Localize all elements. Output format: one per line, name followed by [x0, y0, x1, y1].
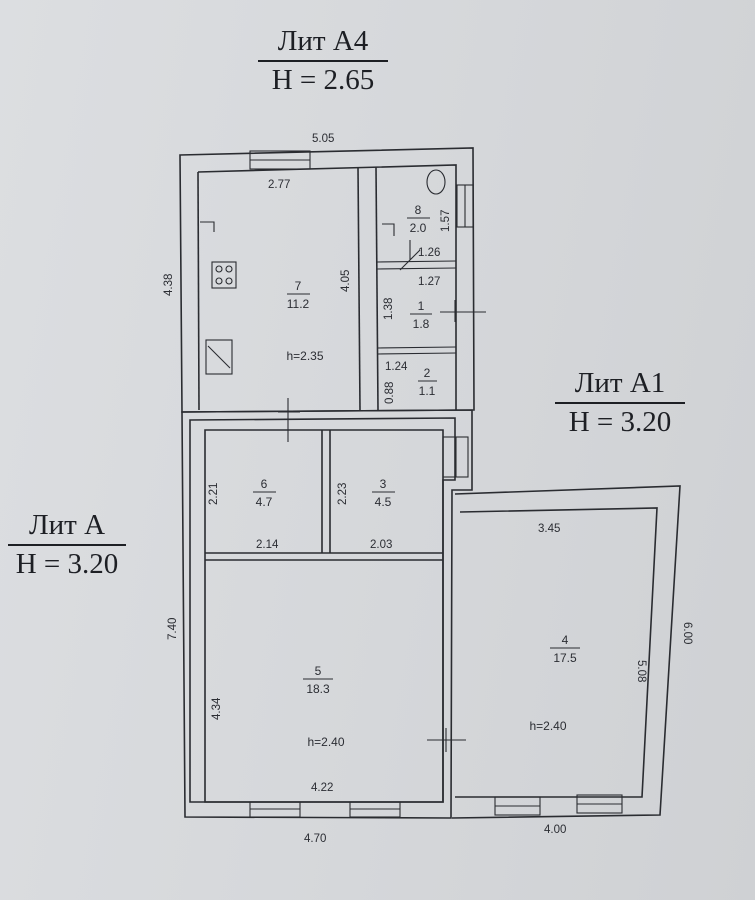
partition-1-2b	[377, 352, 457, 355]
svg-text:5: 5	[315, 664, 322, 678]
svg-text:18.3: 18.3	[306, 682, 330, 696]
block-label-a: Лит А Н = 3.20	[8, 508, 126, 582]
dim-r4-h: 5.08	[635, 660, 647, 682]
door-8	[399, 240, 421, 271]
svg-text:h=2.35: h=2.35	[286, 349, 323, 363]
room-2-label: 2 1.1	[418, 366, 437, 398]
dim-r6-w: 2.14	[256, 539, 279, 551]
dim-r3-w: 2.03	[370, 539, 392, 551]
room-1-label: 1 1.8	[410, 299, 432, 331]
svg-text:17.5: 17.5	[553, 651, 577, 665]
dim-r7-w: 2.77	[268, 179, 290, 191]
svg-text:4.5: 4.5	[375, 495, 392, 509]
partition-8-1b	[376, 267, 457, 270]
a1-inner-wall	[455, 507, 658, 798]
partition-6-5	[205, 552, 443, 561]
dim-left-a4: 4.38	[163, 274, 175, 296]
block-a1-name: Лит А1	[555, 366, 685, 404]
partition-1-2	[377, 346, 457, 349]
block-label-a4: Лит А4 Н = 2.65	[258, 24, 388, 98]
partition-8-1	[376, 260, 457, 263]
door-1	[440, 300, 486, 322]
dim-r6-h: 2.21	[208, 483, 220, 505]
a-outer-wall	[181, 409, 473, 819]
svg-text:h=2.40: h=2.40	[529, 719, 566, 733]
toilet-icon	[426, 169, 446, 195]
svg-text:1.8: 1.8	[413, 317, 430, 331]
dim-r8-w: 1.26	[418, 247, 440, 259]
fixture-8	[382, 223, 395, 236]
dim-r2-w: 1.24	[385, 361, 408, 373]
dim-bottom-a: 4.70	[304, 833, 326, 845]
room-6-label: 6 4.7	[253, 477, 276, 509]
dim-r2-h: 0.88	[384, 382, 396, 404]
svg-text:h=2.40: h=2.40	[307, 735, 344, 749]
door-5-4	[427, 728, 466, 752]
room-7-label: 7 11.2 h=2.35	[286, 279, 323, 363]
dim-r8-h: 1.57	[440, 210, 452, 232]
sink-icon	[205, 339, 233, 375]
svg-text:11.2: 11.2	[287, 297, 310, 311]
dim-left-a: 7.40	[167, 618, 179, 640]
fixture-7	[200, 221, 215, 232]
door-7-6	[278, 398, 300, 442]
svg-text:4: 4	[562, 633, 569, 647]
a4-inner-left-wall	[197, 171, 200, 411]
room-4-label: 4 17.5 h=2.40	[529, 633, 580, 733]
dim-right-a1: 6.00	[681, 622, 693, 644]
room-5-label: 5 18.3 h=2.40	[303, 664, 345, 749]
block-label-a1: Лит А1 Н = 3.20	[555, 366, 685, 440]
block-a-height: Н = 3.20	[15, 548, 119, 580]
a4-outer-wall	[179, 147, 475, 413]
partition-7	[357, 166, 361, 411]
svg-text:1: 1	[418, 299, 425, 313]
partition-7b	[375, 166, 379, 411]
dim-r5-w: 4.22	[311, 782, 333, 794]
block-a-name: Лит А	[8, 508, 126, 546]
svg-text:1.1: 1.1	[419, 384, 436, 398]
svg-text:8: 8	[415, 203, 422, 217]
partition-6-3	[321, 430, 331, 553]
a-inner-wall-2	[204, 429, 444, 803]
dim-r1-w: 1.27	[418, 276, 440, 288]
a4-inner-wall	[197, 164, 457, 410]
dim-r3-h: 2.23	[337, 483, 349, 505]
dim-bottom-a1: 4.00	[544, 824, 566, 836]
svg-text:4.7: 4.7	[256, 495, 273, 509]
svg-text:6: 6	[261, 477, 268, 491]
svg-text:2.0: 2.0	[410, 221, 427, 235]
svg-text:3: 3	[380, 477, 387, 491]
dim-top-a4: 5.05	[312, 133, 334, 145]
block-a1-height: Н = 3.20	[568, 406, 672, 438]
block-a4-name: Лит А4	[258, 24, 388, 62]
stove-icon	[211, 261, 237, 289]
room-8-label: 8 2.0	[407, 203, 430, 235]
dim-r7-h: 4.05	[340, 270, 352, 292]
dim-r1-h: 1.38	[383, 298, 395, 320]
room-3-label: 3 4.5	[372, 477, 395, 509]
dim-r5-h: 4.34	[211, 697, 223, 720]
dim-r4-w: 3.45	[538, 523, 560, 535]
svg-text:7: 7	[295, 279, 302, 293]
block-a4-height: Н = 2.65	[271, 64, 375, 96]
a1-outer-wall	[451, 485, 681, 819]
svg-text:2: 2	[424, 366, 431, 380]
